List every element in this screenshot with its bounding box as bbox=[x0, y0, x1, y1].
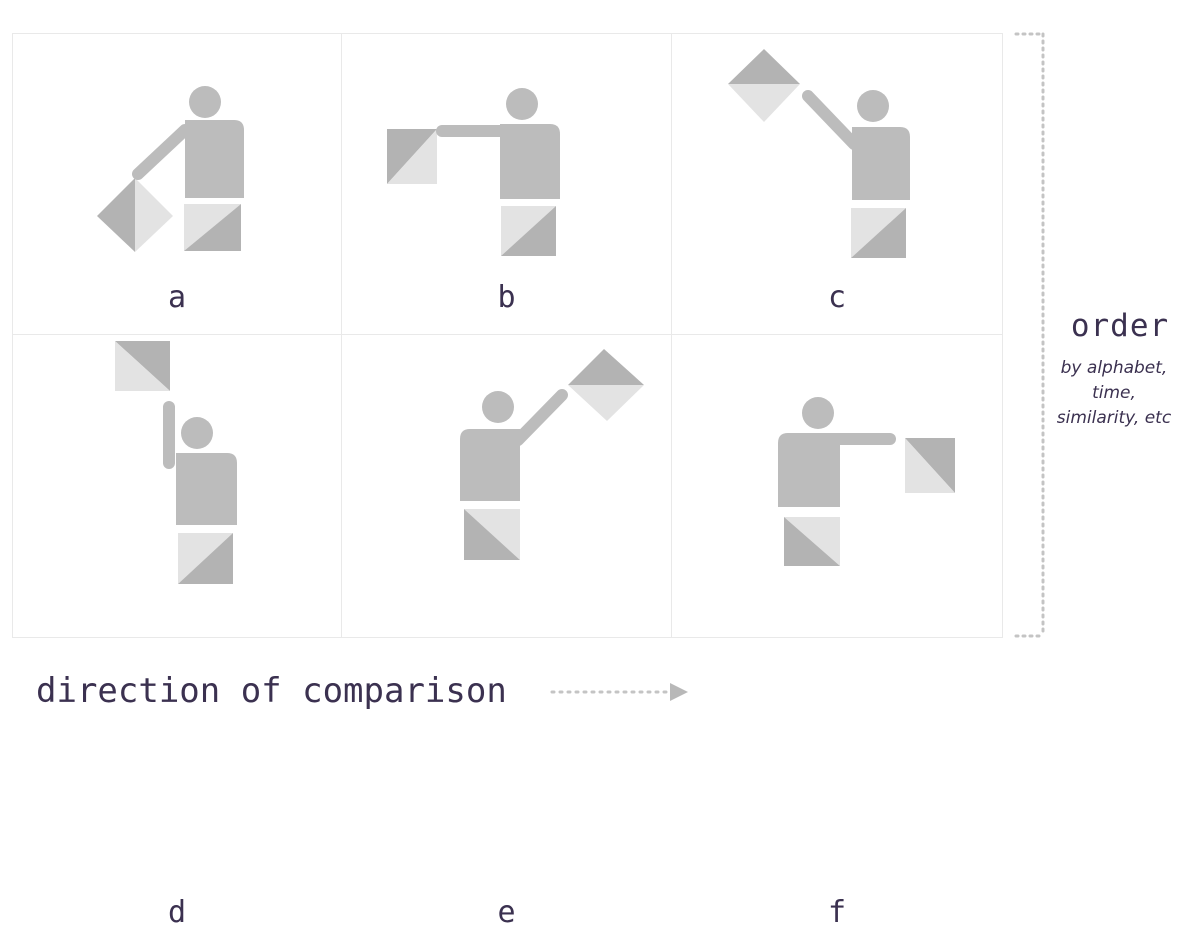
grid-cell-a: a bbox=[12, 33, 342, 335]
semaphore-figure-d bbox=[115, 341, 237, 584]
cell-label-e: e bbox=[497, 895, 516, 930]
flag-left-f bbox=[784, 517, 840, 566]
order-title: order bbox=[1070, 308, 1170, 344]
grid-cell-c: c bbox=[672, 33, 1003, 335]
cell-label-c: c bbox=[827, 280, 847, 315]
order-note-line: by alphabet, bbox=[1060, 358, 1168, 378]
cell-label-f: f bbox=[827, 895, 847, 930]
flag-left-e bbox=[464, 509, 520, 560]
flag-right-f bbox=[905, 438, 955, 493]
direction-label: direction of comparison bbox=[36, 671, 507, 711]
flag-right-raised-e bbox=[568, 349, 644, 421]
flag-left-d bbox=[115, 341, 170, 391]
flag-right-d bbox=[178, 533, 233, 584]
semaphore-figure-e bbox=[460, 349, 644, 560]
flag-left-c bbox=[728, 49, 800, 122]
grid-cell-b: b bbox=[342, 33, 672, 335]
flag-left-a bbox=[97, 178, 173, 252]
order-note-line: similarity, etc bbox=[1056, 408, 1172, 428]
semaphore-figure-f bbox=[778, 397, 955, 566]
flag-right-c bbox=[851, 208, 906, 258]
flag-left-b bbox=[387, 129, 437, 184]
grid-cell-f: f bbox=[672, 335, 1003, 930]
arrow-head-icon bbox=[670, 683, 688, 701]
order-note-line: time, bbox=[1092, 383, 1136, 403]
semaphore-grid: a b bbox=[12, 33, 1003, 930]
direction-arrow bbox=[550, 683, 688, 701]
grid-cell-e: e bbox=[342, 335, 672, 930]
semaphore-figure-a bbox=[97, 86, 244, 252]
semaphore-figure-c bbox=[728, 49, 910, 258]
order-note: by alphabet, time, similarity, etc bbox=[1048, 356, 1180, 431]
cell-label-b: b bbox=[497, 280, 516, 315]
cell-label-a: a bbox=[167, 280, 187, 315]
semaphore-figure-b bbox=[387, 88, 560, 256]
flag-right-a bbox=[184, 204, 241, 251]
flag-right-b bbox=[501, 206, 556, 256]
order-bracket bbox=[1014, 32, 1045, 638]
grid-cell-d: d bbox=[12, 335, 342, 930]
cell-label-d: d bbox=[167, 895, 187, 930]
